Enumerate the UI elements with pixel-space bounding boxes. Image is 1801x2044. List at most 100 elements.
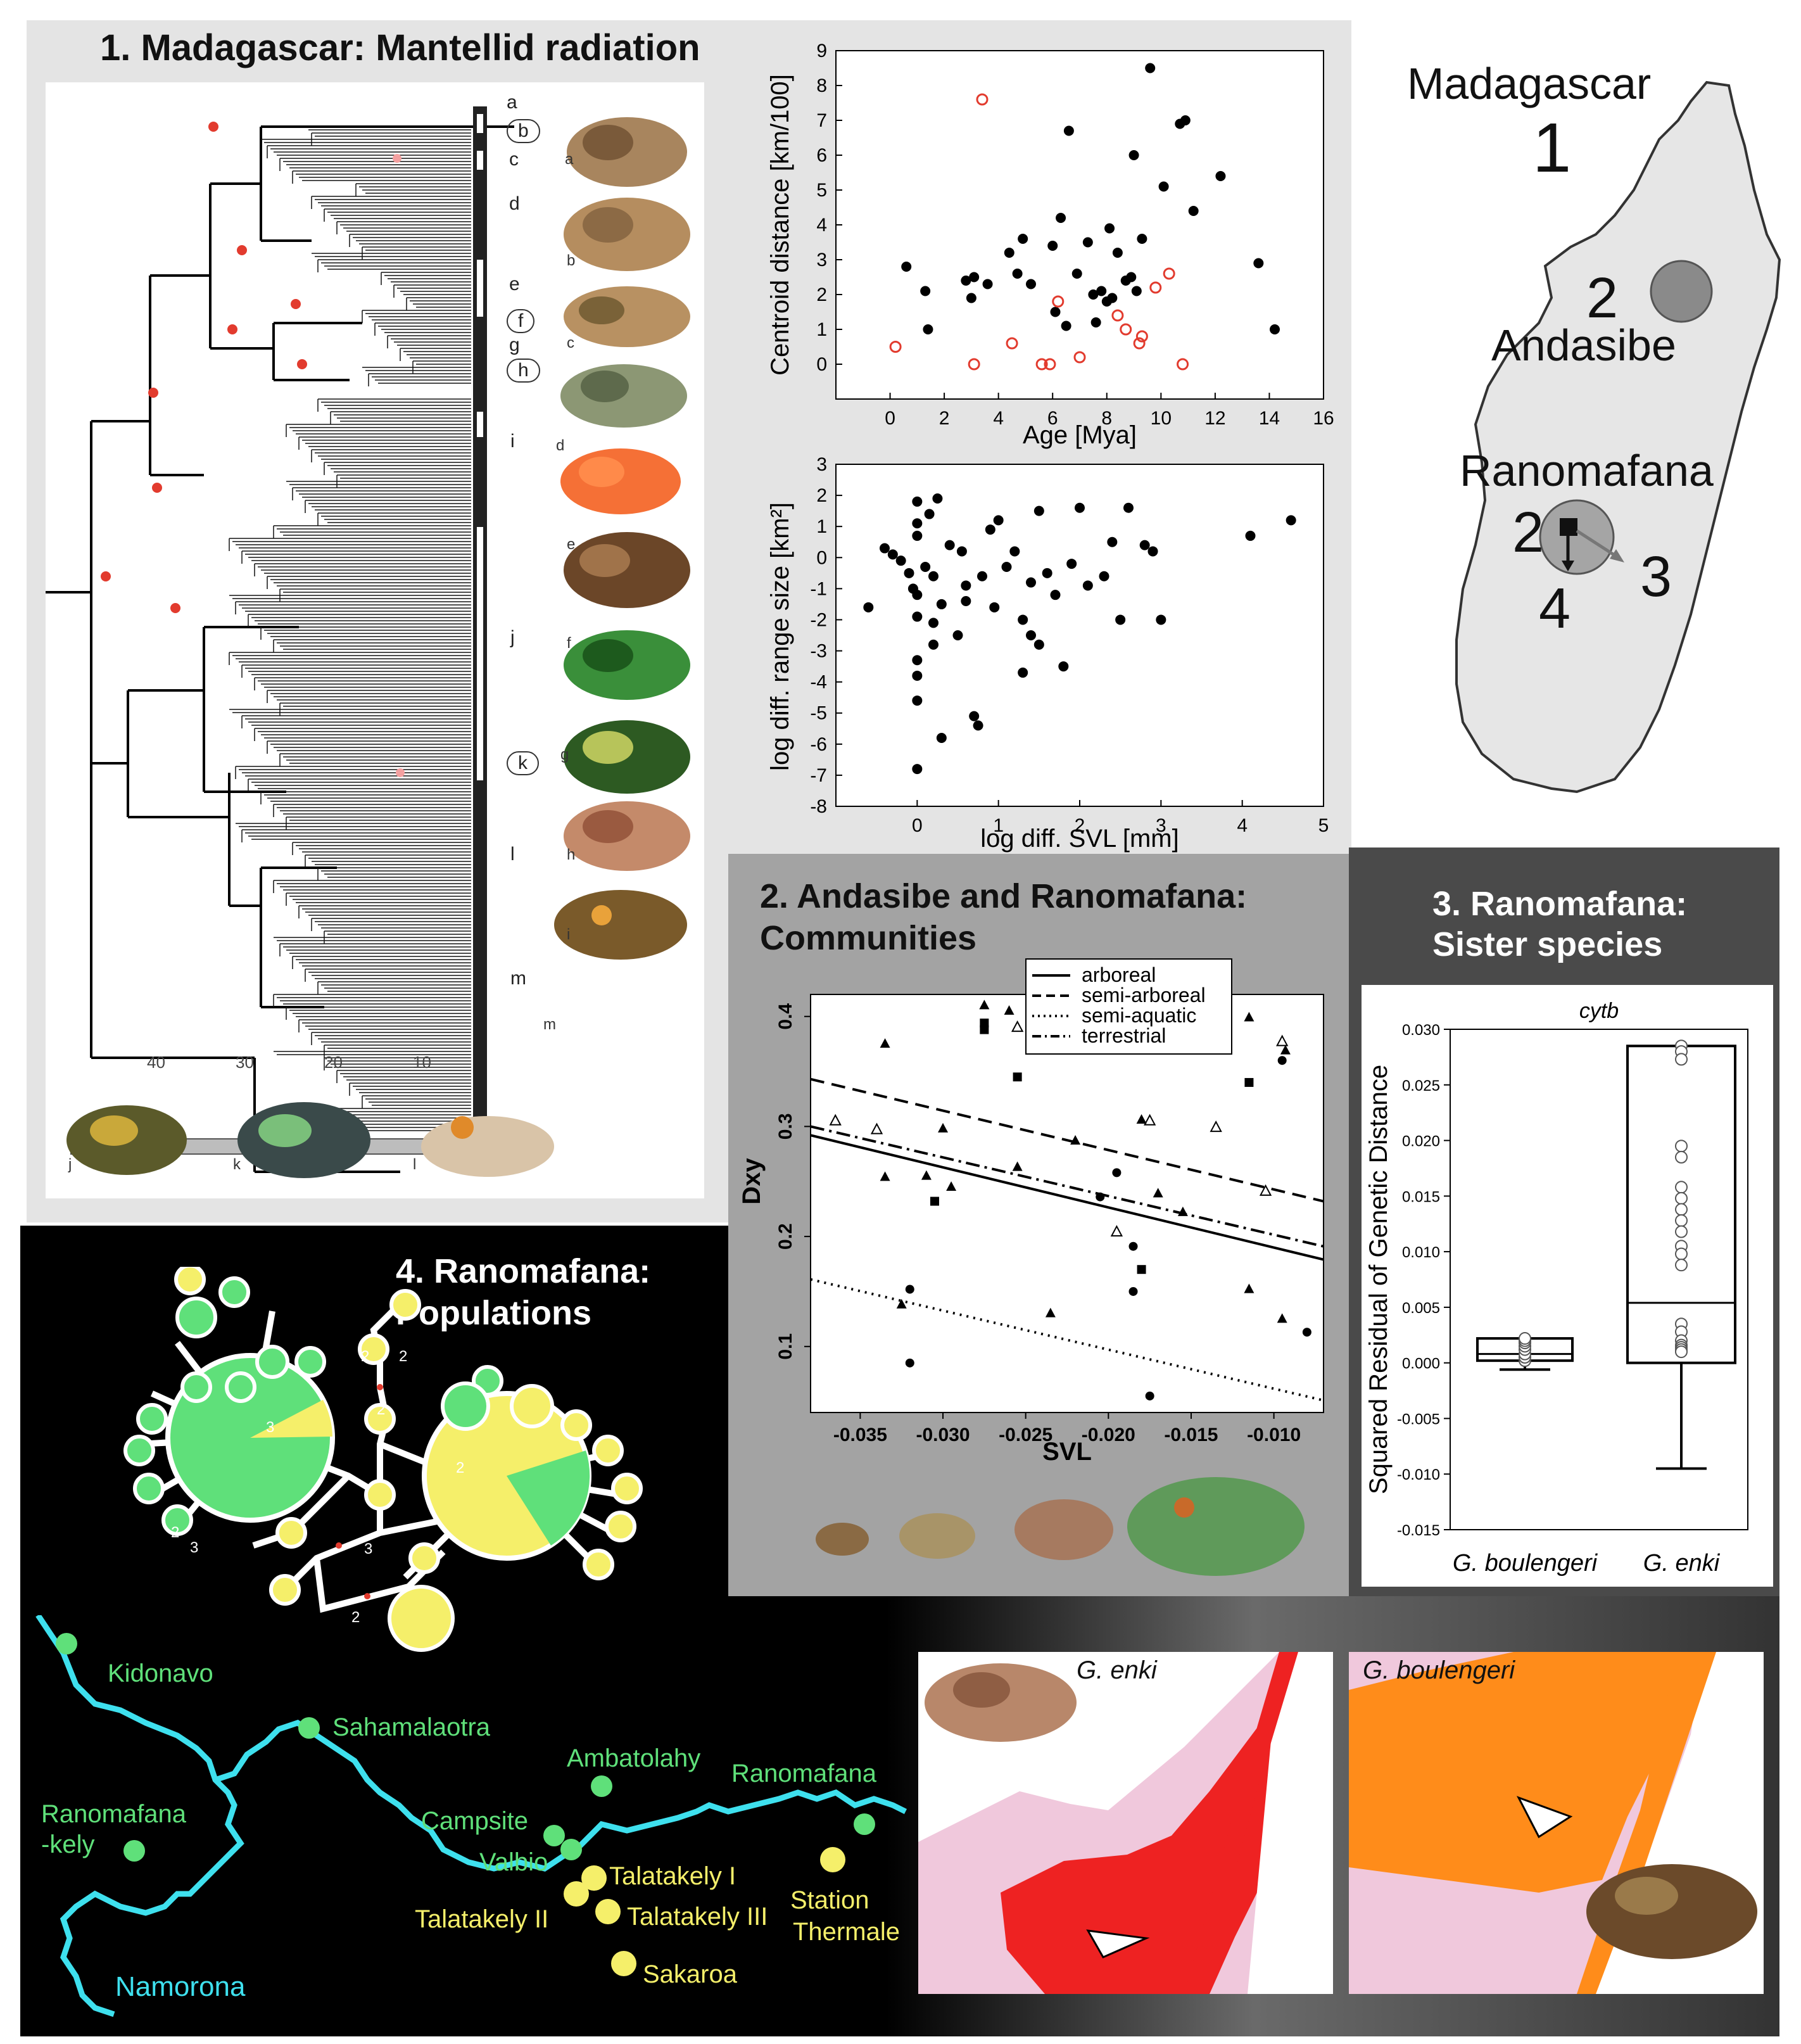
data-point — [936, 599, 947, 609]
data-point — [912, 695, 923, 706]
panel2-legend: arboreal semi-arboreal semi-aquatic terr… — [1025, 958, 1232, 1055]
median-vector-icon — [377, 1384, 383, 1390]
y-tick-label: -6 — [810, 734, 827, 755]
node-marker — [396, 768, 405, 777]
data-point — [1042, 568, 1052, 578]
y-tick-label: 0.005 — [1402, 1300, 1440, 1317]
mutation-label: 2 — [361, 1348, 370, 1365]
haplotype-node — [174, 1267, 206, 1295]
data-point-semi-aquatic — [1302, 1328, 1311, 1337]
y-tick-label: 0.3 — [775, 1114, 796, 1140]
data-point — [932, 493, 943, 504]
frog-label-a: a — [565, 151, 574, 168]
data-point — [1052, 295, 1065, 308]
scatter-bottom-plot-area — [835, 464, 1324, 807]
haplotype-node — [136, 1403, 168, 1435]
data-point-arboreal — [979, 1000, 990, 1010]
y-tick-label: 0.1 — [775, 1333, 796, 1360]
data-point — [1104, 223, 1115, 234]
haplotype-node — [358, 1333, 389, 1365]
regression-line-semi-aquatic — [810, 1278, 1324, 1402]
haplotype-node — [225, 1371, 256, 1403]
dispersal-arrow-3 — [1576, 529, 1619, 559]
data-point — [1149, 281, 1162, 294]
data-point — [1061, 321, 1071, 331]
data-point — [920, 286, 931, 296]
data-point — [1270, 324, 1280, 334]
x-tick-label: -0.010 — [1247, 1425, 1301, 1445]
frog-label-f: f — [567, 635, 571, 652]
clade-letter-k: k — [507, 751, 539, 775]
frog-photo-e — [560, 448, 681, 514]
data-point — [1188, 206, 1199, 216]
site-markers-yellow — [564, 1847, 845, 1976]
data-point — [863, 602, 874, 613]
site-label-station: Station — [790, 1886, 869, 1914]
clade-letter-g: g — [509, 334, 520, 355]
frog-photo-h — [564, 720, 690, 794]
y-tick-label: 2 — [816, 485, 827, 506]
data-point-arboreal — [1244, 1283, 1254, 1293]
box-outlier — [1519, 1332, 1531, 1345]
site-label-ambatolahy: Ambatolahy — [567, 1744, 701, 1772]
y-tick-label: 4 — [816, 215, 827, 236]
data-point — [976, 93, 989, 106]
river-map — [35, 1615, 907, 2017]
data-point — [1107, 293, 1118, 303]
data-point — [1123, 502, 1134, 513]
x-tick-label: 4 — [1237, 815, 1248, 836]
x-tick-label: 10 — [1151, 408, 1172, 429]
data-point — [1018, 234, 1028, 244]
panel3-category-boulengeri: G. boulengeri — [1453, 1550, 1598, 1577]
y-tick-label: -0.005 — [1397, 1411, 1440, 1428]
ranomafana-marker — [1539, 499, 1615, 575]
data-point — [880, 543, 890, 554]
x-tick-label: 5 — [1318, 815, 1329, 836]
tree-node-markers — [101, 122, 405, 777]
x-tick-label: 4 — [993, 408, 1004, 429]
timescale-label: 20 — [324, 1053, 343, 1072]
clade-letter-l: l — [510, 844, 515, 865]
frog-label-d: d — [556, 437, 565, 454]
map-title: Madagascar — [1407, 59, 1652, 108]
x-tick-label: 3 — [1156, 815, 1166, 836]
data-point-arboreal — [946, 1181, 957, 1191]
haplotype-node — [133, 1473, 165, 1504]
frog-photo-i — [564, 801, 690, 871]
y-tick-label: -1 — [810, 578, 827, 599]
data-point — [912, 655, 923, 666]
frog-label-i: i — [567, 926, 571, 943]
panel2-chart: -0.035-0.030-0.025-0.020-0.015-0.0100.10… — [741, 958, 1324, 1466]
data-point — [1215, 171, 1226, 181]
regression-line-terrestrial — [810, 1125, 1324, 1248]
x-tick-label: 0 — [885, 408, 895, 429]
x-tick-label: -0.035 — [833, 1425, 887, 1445]
site-label-valbio: Valbio — [479, 1848, 548, 1876]
y-tick-label: 7 — [816, 110, 827, 131]
panel2-xlabel: SVL — [1042, 1438, 1092, 1466]
site-pointer-icon — [1516, 1796, 1573, 1839]
panel2-frog-row — [816, 1477, 1305, 1576]
y-tick-label: -3 — [810, 641, 827, 662]
data-point-arboreal — [1277, 1313, 1287, 1323]
node-marker — [101, 571, 111, 581]
data-point — [1177, 358, 1189, 371]
madagascar-island-outline — [1455, 80, 1781, 794]
data-point — [1180, 115, 1191, 125]
data-point-semi-arboreal — [930, 1197, 939, 1206]
panel3-category-enki: G. enki — [1643, 1550, 1721, 1577]
y-tick-label: -5 — [810, 703, 827, 724]
legend-label-terrestrial: terrestrial — [1082, 1024, 1166, 1047]
box-outlier — [1675, 1191, 1688, 1205]
data-point-semi-arboreal — [1137, 1265, 1146, 1274]
site-label-sahamalaotra: Sahamalaotra — [332, 1713, 491, 1741]
site-label-talatakely-ii: Talatakely II — [415, 1905, 549, 1933]
data-point — [1001, 562, 1012, 572]
data-point — [961, 276, 971, 286]
x-tick-label: 12 — [1204, 408, 1225, 429]
data-point-arboreal — [1045, 1307, 1056, 1317]
map-label-2-andasibe: 2 — [1586, 267, 1619, 330]
panel3-title-line1: 3. Ranomafana: — [1432, 885, 1688, 923]
data-point — [1018, 667, 1028, 678]
